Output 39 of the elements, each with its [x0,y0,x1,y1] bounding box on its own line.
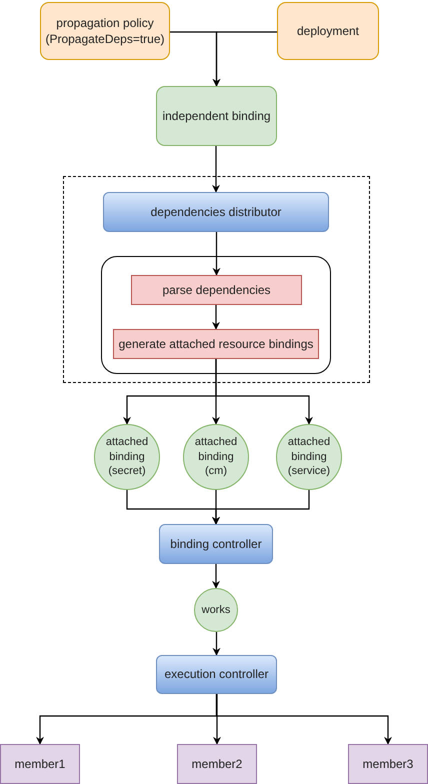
node-label: deployment [296,22,360,40]
undefined [63,176,370,383]
node-label: generate attached resource bindings [118,336,314,352]
undefined [0,744,80,784]
undefined [40,2,170,60]
node-label: member3 [362,756,414,772]
arrow [212,490,310,525]
node-label: member2 [192,756,242,772]
arrow [212,232,220,276]
arrow [212,564,220,589]
undefined [101,256,331,374]
arrow [216,694,392,745]
node-label: attached binding (service) [286,434,332,480]
arrow [212,305,220,330]
node-label: propagation policy (PropagateDeps=true) [44,14,166,48]
undefined [103,192,329,232]
undefined [156,655,277,694]
undefined [277,2,379,60]
arrow [212,146,220,193]
undefined [156,86,277,146]
undefined [159,524,273,564]
undefined [131,275,302,305]
arrow [212,632,220,656]
undefined [194,588,238,632]
undefined [348,744,428,784]
undefined [113,329,319,359]
node-label: attached binding (cm) [194,434,238,480]
node-label: dependencies distributor [150,204,282,220]
node-label: attached binding (secret) [104,434,150,480]
arrow [215,359,313,425]
node-label: member1 [14,756,66,772]
node-label: execution controller [164,666,269,683]
arrow [213,694,221,745]
arrow [212,31,277,87]
node-label: independent binding [162,108,271,124]
node-label: binding controller [170,536,262,552]
undefined [177,744,257,784]
node-label: works [202,602,230,618]
node-label: parse dependencies [162,282,271,298]
